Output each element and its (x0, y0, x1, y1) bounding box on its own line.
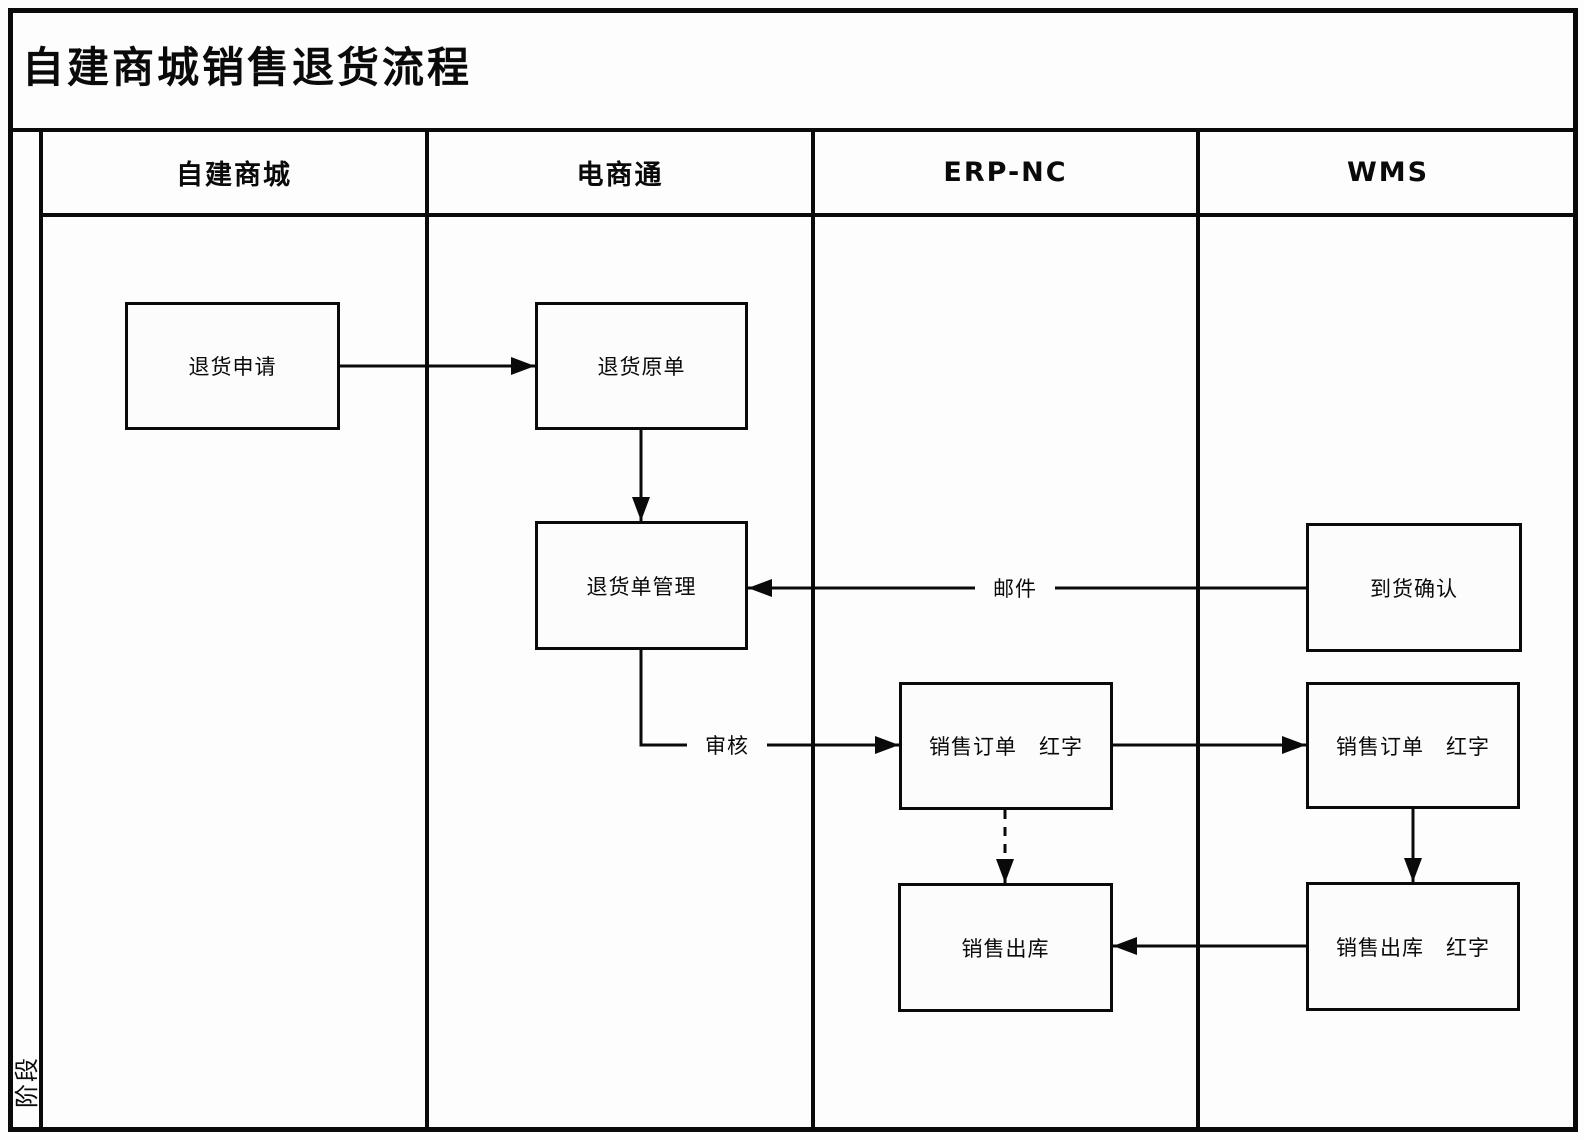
lane-divider-3 (1196, 130, 1200, 1132)
node-arrival-confirm: 到货确认 (1306, 523, 1522, 652)
edge-label-email: 邮件 (975, 570, 1055, 606)
node-sales-order-red-wms: 销售订单 红字 (1306, 682, 1520, 809)
title-divider-line (8, 128, 1578, 132)
lane-header-self-mall: 自建商城 (176, 160, 292, 191)
node-return-mgmt: 退货单管理 (535, 521, 748, 650)
edge-label-audit: 审核 (687, 727, 767, 763)
lane-header-dianshang: 电商通 (576, 160, 664, 191)
node-sales-outbound-red-wms: 销售出库 红字 (1306, 882, 1520, 1011)
node-return-original: 退货原单 (535, 302, 748, 430)
lane-divider-2 (811, 130, 815, 1132)
lane-header-wms: WMS (1346, 157, 1430, 188)
header-divider-line (41, 213, 1578, 217)
phase-label: 阶段 (12, 1056, 41, 1108)
lane-divider-1 (425, 130, 429, 1132)
phase-column-divider (39, 130, 43, 1132)
node-sales-order-red-erp: 销售订单 红字 (899, 682, 1113, 810)
node-return-request: 退货申请 (125, 302, 340, 430)
lane-header-erp-nc: ERP-NC (943, 157, 1068, 188)
node-sales-outbound-erp: 销售出库 (898, 883, 1113, 1012)
diagram-frame (8, 8, 1578, 1132)
diagram-title: 自建商城销售退货流程 (22, 42, 473, 92)
